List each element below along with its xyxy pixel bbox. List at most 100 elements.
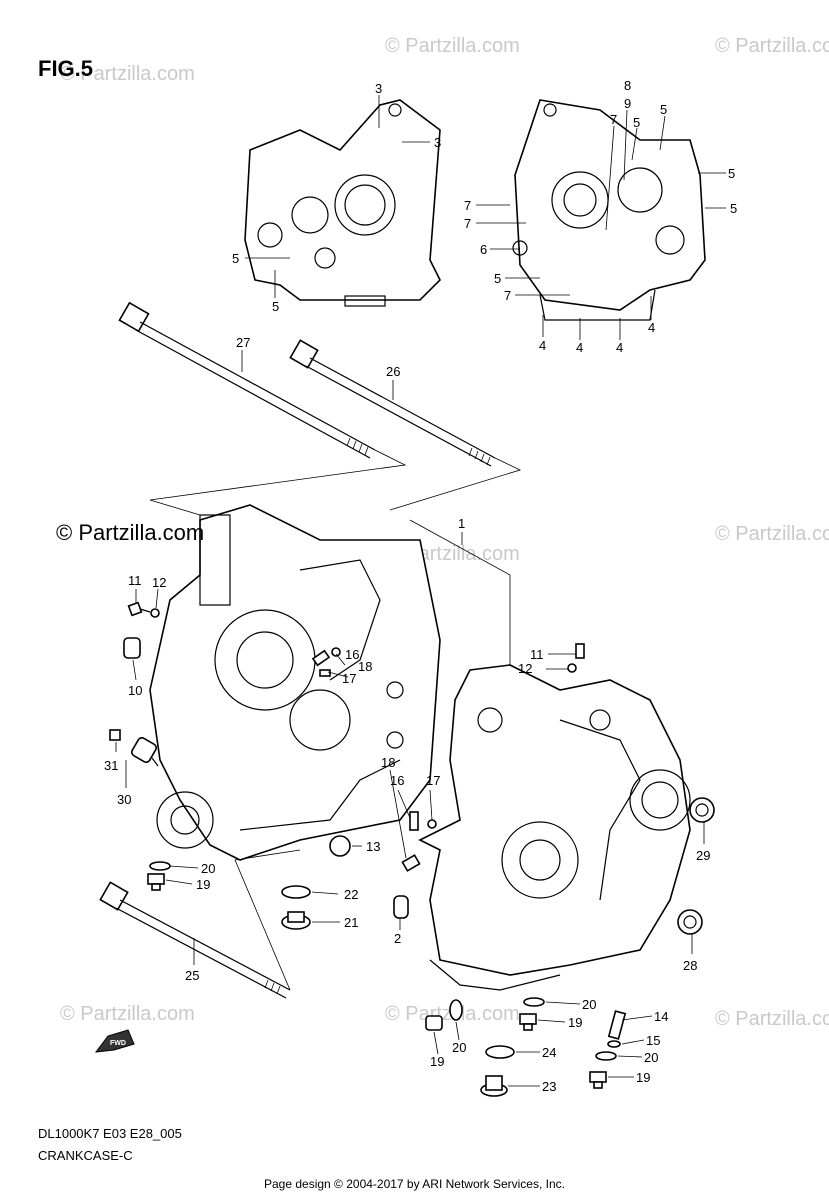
long-bolts bbox=[99, 301, 496, 999]
callout-label: 15 bbox=[646, 1033, 660, 1048]
crankcase-top-right-illustration bbox=[512, 99, 706, 321]
part-22 bbox=[281, 885, 311, 899]
part-14 bbox=[607, 1010, 627, 1040]
part-10 bbox=[123, 637, 141, 659]
callout-label: 19 bbox=[636, 1070, 650, 1085]
callout-label: 14 bbox=[654, 1009, 668, 1024]
bolt-25 bbox=[99, 881, 291, 999]
page-footer: Page design © 2004-2017 by ARI Network S… bbox=[263, 1177, 565, 1191]
callout-label: 11 bbox=[530, 647, 544, 662]
part-12-right bbox=[567, 663, 577, 673]
callout-label: 31 bbox=[104, 758, 118, 773]
callout-label: 4 bbox=[539, 338, 546, 353]
part-18-17-16-right bbox=[401, 811, 437, 872]
fwd-arrow-icon: FWD bbox=[94, 1029, 135, 1053]
part-21 bbox=[281, 911, 311, 930]
part-31 bbox=[109, 729, 121, 741]
part-19-left bbox=[147, 873, 165, 891]
watermark: © Partzilla.com bbox=[715, 523, 829, 545]
callout-label: 25 bbox=[185, 968, 199, 983]
callout-label: 8 bbox=[624, 78, 631, 93]
callout-label: 26 bbox=[386, 364, 400, 379]
part-19-right bbox=[519, 1013, 537, 1031]
callout-label: 5 bbox=[730, 201, 737, 216]
part-19-far bbox=[589, 1071, 607, 1089]
leader-lines bbox=[115, 95, 726, 1087]
crankcase-top-left-illustration bbox=[244, 99, 441, 307]
callout-label: 23 bbox=[542, 1079, 556, 1094]
callout-label: 5 bbox=[494, 271, 501, 286]
part-2 bbox=[393, 895, 409, 919]
part-19-mid bbox=[425, 1015, 443, 1031]
callout-label: 20 bbox=[644, 1050, 658, 1065]
watermark-main: © Partzilla.com bbox=[56, 520, 205, 545]
part-29 bbox=[689, 797, 715, 823]
callout-label: 13 bbox=[366, 839, 380, 854]
callout-label: 20 bbox=[452, 1040, 466, 1055]
callout-label: 5 bbox=[633, 115, 640, 130]
watermark: © Partzilla.com bbox=[60, 63, 195, 85]
callout-label: 19 bbox=[430, 1054, 444, 1069]
callout-label: 5 bbox=[272, 299, 279, 314]
part-15 bbox=[607, 1040, 621, 1048]
part-20-far bbox=[595, 1051, 617, 1061]
callout-label: 20 bbox=[582, 997, 596, 1012]
part-20-mid bbox=[449, 999, 463, 1021]
callout-label: 19 bbox=[196, 877, 210, 892]
callout-label: 20 bbox=[201, 861, 215, 876]
callout-label: 7 bbox=[464, 216, 471, 231]
part-11-left bbox=[127, 601, 151, 617]
callout-label: 17 bbox=[342, 671, 356, 686]
callout-label: 30 bbox=[117, 792, 131, 807]
callout-label: 4 bbox=[648, 320, 655, 335]
figure-subtitle: CRANKCASE-C bbox=[38, 1148, 133, 1163]
bolt-26 bbox=[289, 339, 496, 467]
callout-label: 28 bbox=[683, 958, 697, 973]
callout-label: 7 bbox=[504, 288, 511, 303]
guide-lines bbox=[149, 449, 522, 991]
callout-labels: 3 3 5 5 8 9 7 5 5 5 5 7 7 6 5 7 4 4 4 4 … bbox=[104, 78, 737, 1094]
callout-label: 10 bbox=[128, 683, 142, 698]
callout-label: 16 bbox=[390, 773, 404, 788]
callout-label: 22 bbox=[344, 887, 358, 902]
callout-label: 21 bbox=[344, 915, 358, 930]
callout-label: 3 bbox=[434, 135, 441, 150]
callout-label: 18 bbox=[358, 659, 372, 674]
part-24 bbox=[485, 1045, 515, 1059]
callout-label: 5 bbox=[232, 251, 239, 266]
fwd-label: FWD bbox=[110, 1040, 126, 1047]
callout-label: 4 bbox=[616, 340, 623, 355]
part-30 bbox=[131, 737, 159, 767]
crankcase-left-half-illustration bbox=[149, 504, 441, 861]
callout-label: 2 bbox=[394, 931, 401, 946]
part-16-18-17-left bbox=[311, 647, 341, 677]
part-23 bbox=[480, 1075, 508, 1097]
part-11-right bbox=[575, 643, 585, 659]
part-20-right bbox=[523, 997, 545, 1007]
watermark: © Partzilla.com bbox=[715, 35, 829, 57]
small-parts bbox=[109, 601, 715, 1097]
part-12-left bbox=[150, 608, 160, 618]
callout-label: 29 bbox=[696, 848, 710, 863]
callout-label: 5 bbox=[660, 102, 667, 117]
callout-label: 6 bbox=[480, 242, 487, 257]
part-20-left bbox=[149, 861, 171, 871]
callout-label: 12 bbox=[518, 661, 532, 676]
callout-label: 4 bbox=[576, 340, 583, 355]
bolt-27 bbox=[118, 301, 376, 459]
watermark: © Partzilla.com bbox=[715, 1008, 829, 1030]
callout-label: 7 bbox=[610, 112, 617, 127]
callout-label: 12 bbox=[152, 575, 166, 590]
callout-label: 19 bbox=[568, 1015, 582, 1030]
watermark: © Partzilla.com bbox=[385, 35, 520, 57]
callout-label: 17 bbox=[426, 773, 440, 788]
callout-label: 3 bbox=[375, 81, 382, 96]
callout-label: 5 bbox=[728, 166, 735, 181]
crankcase-right-half-illustration bbox=[418, 664, 691, 991]
watermark: © Partzilla.com bbox=[60, 1003, 195, 1025]
callout-label: 1 bbox=[458, 516, 465, 531]
callout-label: 11 bbox=[128, 573, 142, 588]
callout-label: 18 bbox=[381, 755, 395, 770]
callout-label: 24 bbox=[542, 1045, 556, 1060]
